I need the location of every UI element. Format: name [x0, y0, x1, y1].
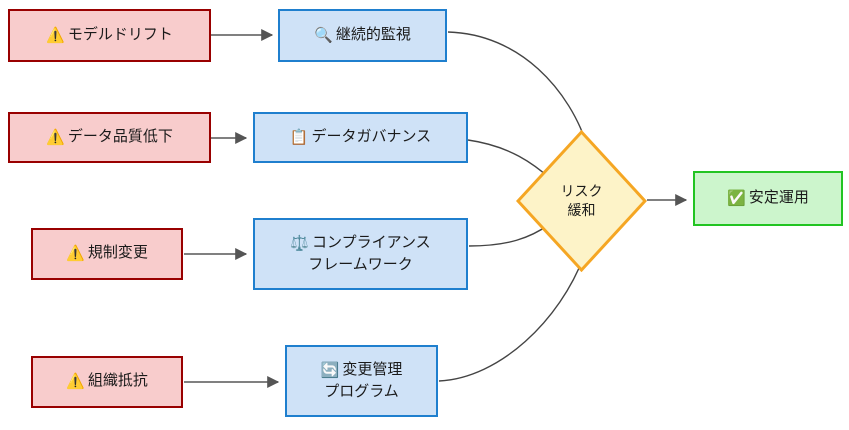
node-mitigation-compliance-label: ⚖️コンプライアンス フレームワーク [290, 233, 430, 275]
scales-icon: ⚖️ [290, 235, 310, 253]
node-mitigation-governance-label: 📋データガバナンス [290, 127, 431, 148]
refresh-icon: 🔄 [320, 362, 340, 380]
node-risk-model-drift[interactable]: ⚠️モデルドリフト [8, 9, 211, 62]
node-risk-model-drift-label: ⚠️モデルドリフト [46, 25, 173, 46]
node-mitigation-monitoring-label: 🔍継続的監視 [314, 25, 411, 46]
node-mitigation-change-management-label: 🔄変更管理 プログラム [321, 360, 403, 402]
check-box-icon: ✅ [727, 189, 746, 207]
magnifier-icon: 🔍 [314, 26, 333, 44]
warning-icon: ⚠️ [46, 26, 65, 44]
warning-icon: ⚠️ [46, 128, 65, 146]
node-risk-data-quality-label: ⚠️データ品質低下 [46, 127, 173, 148]
node-mitigation-governance-text: データガバナンス [311, 127, 432, 145]
node-mitigation-monitoring[interactable]: 🔍継続的監視 [278, 9, 447, 62]
node-risk-regulation[interactable]: ⚠️規制変更 [31, 228, 183, 280]
clipboard-icon: 📋 [289, 128, 309, 146]
node-mitigation-monitoring-text: 継続的監視 [335, 25, 411, 43]
node-outcome-stable-operations[interactable]: ✅安定運用 [693, 171, 843, 226]
node-risk-org-resistance[interactable]: ⚠️組織抵抗 [31, 356, 183, 408]
warning-icon: ⚠️ [66, 373, 85, 391]
node-mitigation-change-management-text: 変更管理 プログラム [324, 361, 403, 400]
node-risk-regulation-text: 規制変更 [87, 244, 148, 262]
node-risk-org-resistance-label: ⚠️組織抵抗 [66, 371, 148, 392]
node-mitigation-change-management[interactable]: 🔄変更管理 プログラム [285, 345, 438, 417]
node-mitigation-compliance-text: コンプライアンス フレームワーク [308, 234, 431, 273]
node-risk-model-drift-text: モデルドリフト [67, 25, 173, 43]
node-decision-risk-mitigation-label: リスク 緩和 [560, 183, 603, 218]
node-outcome-stable-operations-label: ✅安定運用 [727, 188, 809, 209]
node-risk-org-resistance-text: 組織抵抗 [87, 372, 148, 390]
node-mitigation-compliance[interactable]: ⚖️コンプライアンス フレームワーク [253, 218, 468, 290]
node-risk-data-quality[interactable]: ⚠️データ品質低下 [8, 112, 211, 163]
node-risk-data-quality-text: データ品質低下 [67, 127, 173, 145]
node-risk-regulation-label: ⚠️規制変更 [66, 243, 148, 264]
warning-icon: ⚠️ [66, 245, 85, 263]
node-outcome-stable-operations-text: 安定運用 [748, 188, 809, 206]
node-decision-risk-mitigation[interactable]: リスク 緩和 [516, 130, 647, 272]
node-mitigation-governance[interactable]: 📋データガバナンス [253, 112, 468, 163]
